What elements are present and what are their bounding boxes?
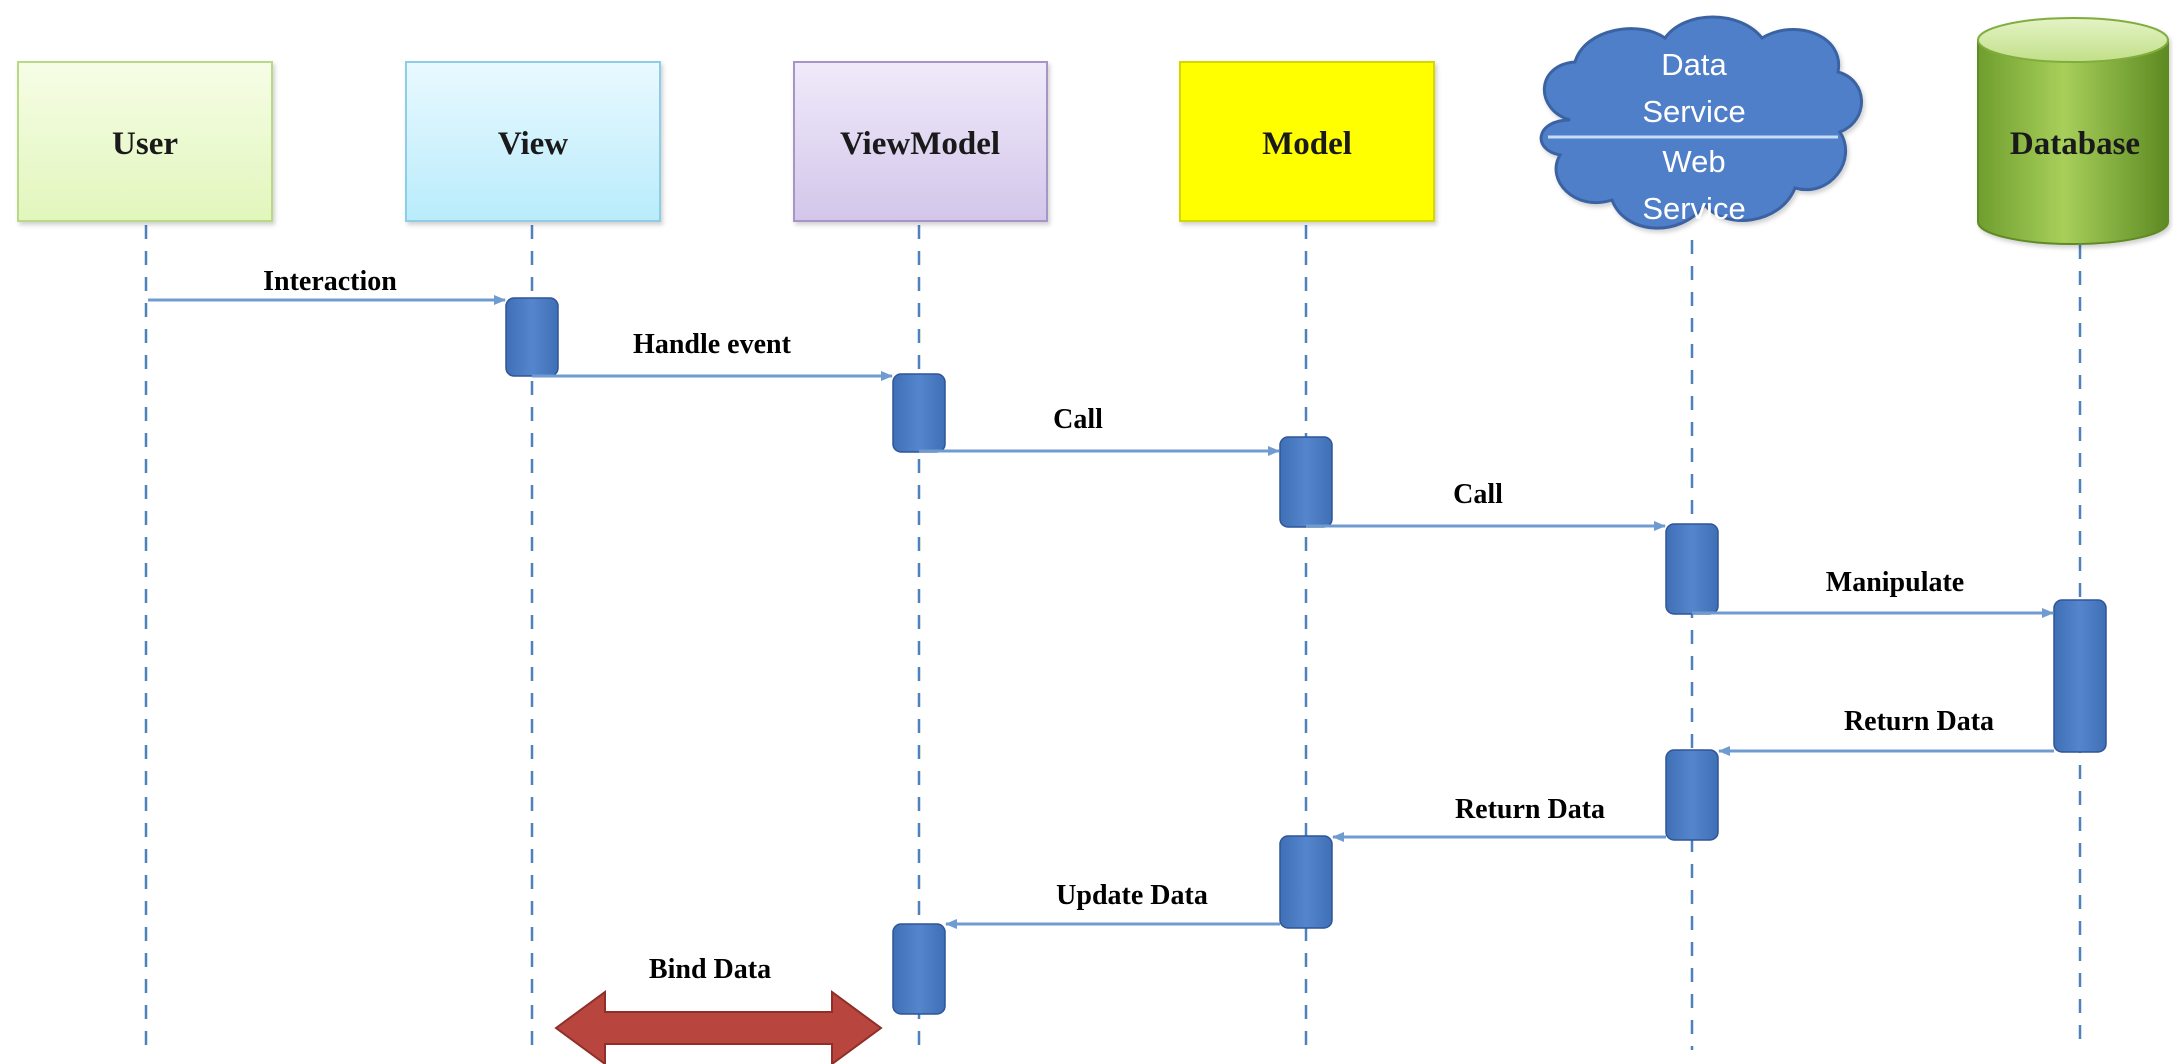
participant-view-label: View [498, 126, 568, 162]
message-label-handle-event: Handle event [633, 329, 792, 360]
participant-database-top [1977, 17, 2169, 63]
activation-view [505, 297, 559, 377]
message-label-interaction: Interaction [263, 266, 397, 297]
activation-database [2053, 599, 2107, 753]
lifelines [144, 225, 2082, 1050]
double-arrow-icon [554, 990, 883, 1064]
participant-service-cloud [1539, 15, 1863, 230]
participant-model-label: Model [1262, 126, 1352, 162]
participant-view-box [405, 61, 661, 222]
activation-viewmodel-1 [892, 373, 946, 453]
participant-user-box [17, 61, 273, 222]
message-label-manipulate: Manipulate [1826, 567, 1964, 598]
message-labels: Interaction Handle event Call Call Manip… [263, 266, 1994, 911]
service-label-line-3: Web [1662, 144, 1725, 179]
message-label-return-data-2: Return Data [1455, 794, 1605, 825]
message-label-update-data: Update Data [1056, 880, 1208, 911]
activation-viewmodel-2 [892, 923, 946, 1015]
participant-database [1977, 17, 2169, 245]
bind-data-connector [554, 990, 883, 1064]
participant-view [405, 61, 661, 222]
message-label-return-data-1: Return Data [1844, 706, 1994, 737]
activation-bars [505, 297, 2107, 1015]
participant-database-label: Database [2010, 126, 2140, 162]
service-label-line-2: Service [1642, 94, 1745, 129]
participant-viewmodel [793, 61, 1048, 222]
message-label-call-2: Call [1453, 479, 1503, 510]
activation-service-2 [1665, 749, 1719, 841]
activation-model-1 [1279, 436, 1333, 528]
participant-viewmodel-box [793, 61, 1048, 222]
message-label-call-1: Call [1053, 404, 1103, 435]
activation-model-2 [1279, 835, 1333, 929]
bind-data-label: Bind Data [649, 954, 771, 985]
activation-service-1 [1665, 523, 1719, 615]
participant-user-label: User [112, 126, 178, 162]
service-label-line-1: Data [1661, 47, 1727, 82]
participant-user [17, 61, 273, 222]
participant-viewmodel-label: ViewModel [840, 126, 1000, 162]
participant-model-box [1179, 61, 1435, 222]
participant-service [1539, 15, 1863, 230]
service-label-line-4: Service [1642, 191, 1745, 226]
message-arrows [148, 295, 2054, 929]
participant-model [1179, 61, 1435, 222]
participant-database-body [1977, 39, 2169, 245]
